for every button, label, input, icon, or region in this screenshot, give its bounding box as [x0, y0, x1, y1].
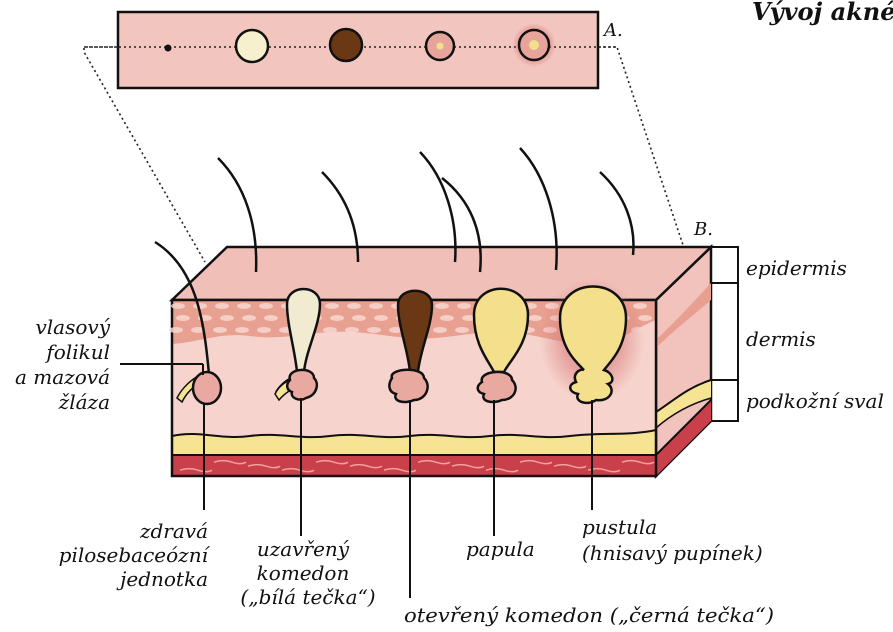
- dermis-cell: [264, 315, 278, 321]
- label-muscle: podkožní sval: [746, 389, 884, 413]
- label-papule: papula: [466, 537, 535, 561]
- dermis-cell: [528, 315, 542, 321]
- dermis-cell: [323, 327, 337, 333]
- follicle-line-4: žláza: [58, 390, 110, 414]
- closed-line-3: („bílá tečka“): [240, 585, 375, 609]
- dermis-cell: [433, 327, 447, 333]
- dermis-cell: [257, 327, 271, 333]
- dermis-cell: [369, 303, 383, 309]
- dermis-cell: [237, 303, 251, 309]
- label-open-comedone: otevřený komedon („černá tečka“): [404, 603, 774, 627]
- closed-line-1: uzavřený: [257, 537, 350, 561]
- dermis-cell: [347, 303, 361, 309]
- dermis-cell: [259, 303, 273, 309]
- follicle-line-2: folikul: [44, 340, 110, 364]
- surface-view-panel: A.: [84, 12, 623, 88]
- label-follicle: vlasový folikul a mazová žláza: [15, 315, 111, 414]
- dermis-cell: [176, 315, 190, 321]
- dermis-cell: [213, 327, 227, 333]
- surface-blackhead: [330, 29, 362, 61]
- dermis-cell: [352, 315, 366, 321]
- dermis-cell: [330, 315, 344, 321]
- dermis-cell: [215, 303, 229, 309]
- stage-pustule: [540, 278, 644, 403]
- label-healthy: zdravá pilosebaceózní jednotka: [59, 519, 211, 591]
- dermis-cell: [235, 327, 249, 333]
- dermis-cell: [220, 315, 234, 321]
- dermis-cell: [345, 327, 359, 333]
- dermis-cell: [367, 327, 381, 333]
- healthy-line-1: zdravá: [139, 519, 208, 543]
- dermis-cell: [325, 303, 339, 309]
- label-epidermis: epidermis: [746, 256, 847, 280]
- dermis-cell: [457, 303, 471, 309]
- dermis-cell: [374, 315, 388, 321]
- pustule-line-2: (hnisavý pupínek): [582, 541, 763, 565]
- dermis-cell: [242, 315, 256, 321]
- dermis-cell: [169, 327, 183, 333]
- pustule-line-1: pustula: [582, 515, 657, 539]
- follicle-line-3: a mazová: [15, 365, 110, 389]
- panel-a-label: A.: [602, 20, 623, 41]
- surface-whitehead: [236, 30, 268, 62]
- panel-b-label: B.: [693, 219, 713, 240]
- label-dermis: dermis: [746, 327, 816, 351]
- follicle-line-1: vlasový: [35, 315, 110, 339]
- dermis-cell: [435, 303, 449, 309]
- dermis-cell: [455, 327, 469, 333]
- healthy-line-3: jednotka: [116, 567, 208, 591]
- dermis-cell: [440, 315, 454, 321]
- surface-healthy-pore: [165, 45, 172, 52]
- label-closed-comedone: uzavřený komedon („bílá tečka“): [240, 537, 375, 609]
- closed-line-2: komedon: [257, 561, 350, 585]
- healthy-line-2: pilosebaceózní: [59, 543, 211, 567]
- label-pustule: pustula (hnisavý pupínek): [582, 515, 763, 565]
- dermis-cell: [171, 303, 185, 309]
- diagram-title: Vývoj akné: [752, 0, 893, 26]
